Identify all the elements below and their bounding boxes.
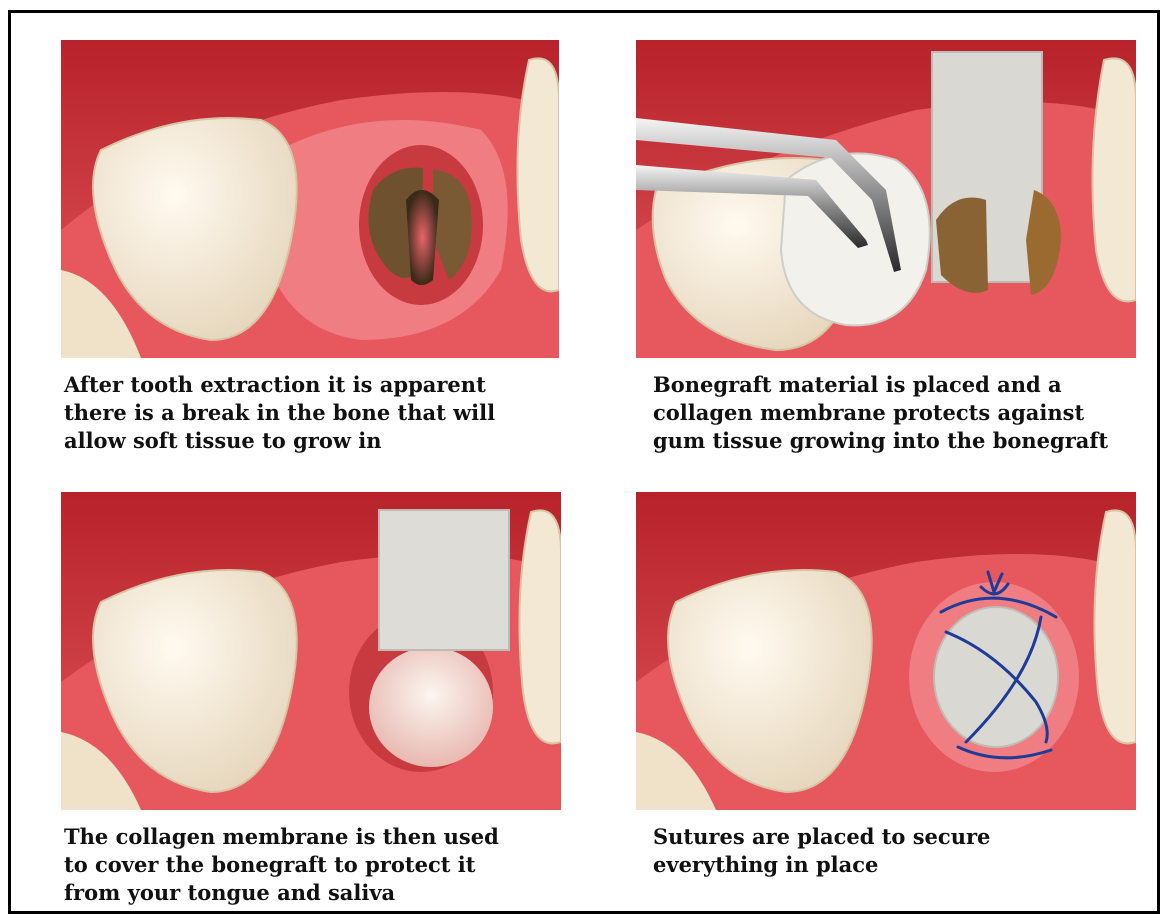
caption-extraction: After tooth extraction it is apparent th… [64, 371, 495, 455]
collagen-membrane-illustration [61, 492, 561, 810]
bonegraft-placement-illustration [636, 40, 1136, 358]
caption-collagen-membrane: The collagen membrane is then used to co… [64, 823, 499, 907]
caption-bonegraft-placement: Bonegraft material is placed and a colla… [653, 371, 1108, 455]
caption-line: allow soft tissue to grow in [64, 427, 495, 455]
panel-bonegraft-placement [636, 40, 1136, 358]
panel-extraction [61, 40, 559, 358]
figure-frame: After tooth extraction it is apparent th… [8, 10, 1160, 914]
caption-line: gum tissue growing into the bonegraft [653, 427, 1108, 455]
caption-line: collagen membrane protects against [653, 399, 1108, 427]
extraction-illustration [61, 40, 559, 358]
sutures-illustration [636, 492, 1136, 810]
panel-sutures [636, 492, 1136, 810]
caption-line: there is a break in the bone that will [64, 399, 495, 427]
caption-line: The collagen membrane is then used [64, 823, 499, 851]
caption-line: from your tongue and saliva [64, 879, 499, 907]
caption-sutures: Sutures are placed to secure everything … [653, 823, 990, 879]
caption-line: to cover the bonegraft to protect it [64, 851, 499, 879]
caption-line: Sutures are placed to secure [653, 823, 990, 851]
caption-line: Bonegraft material is placed and a [653, 371, 1108, 399]
panel-collagen-membrane [61, 492, 561, 810]
caption-line: everything in place [653, 851, 990, 879]
caption-line: After tooth extraction it is apparent [64, 371, 495, 399]
